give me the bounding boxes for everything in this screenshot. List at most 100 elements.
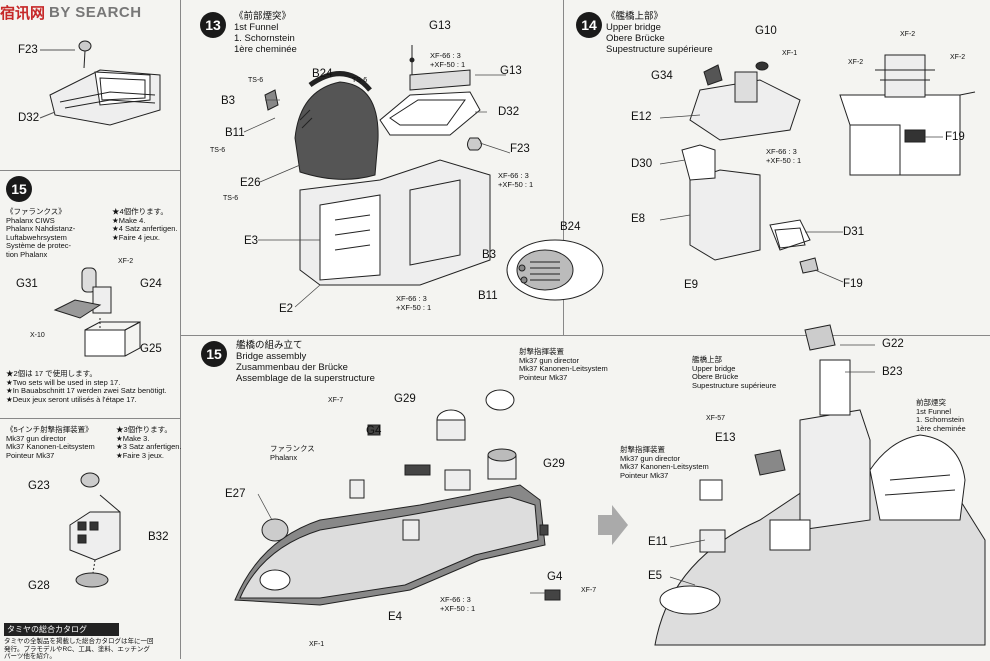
- part-label: G28: [28, 580, 50, 592]
- catalog-bar: タミヤの総合カタログ: [4, 623, 119, 636]
- phalanx-title-line: Luftabwehrsystem: [6, 232, 67, 242]
- sets-line: ★In Bauabschnitt 17 werden zwei Satz ben…: [6, 386, 167, 395]
- step15-bridge-drawing: [234, 389, 561, 606]
- paint-label: XF-1: [782, 50, 798, 57]
- paint-label: TS-6: [210, 147, 226, 154]
- part-label: G4: [366, 425, 382, 437]
- mk37-note: 射撃指揮装置 Mk37 gun director Mk37 Kanonen-Le…: [519, 347, 608, 382]
- make-line: ★4 Satz anfertigen.: [112, 224, 178, 233]
- part-label: G13: [429, 20, 451, 32]
- part-label: B23: [882, 366, 903, 378]
- paint-label: TS-6: [223, 195, 239, 202]
- left-divider-2: [0, 418, 180, 419]
- part-label: D31: [843, 226, 865, 238]
- part-label: B32: [148, 531, 169, 543]
- make-line: ★Faire 4 jeux.: [112, 232, 160, 242]
- catalog-text: タミヤの全製品を掲載した総合カタログは年に一回 発行。プラモデルやRC、工具、塗…: [4, 638, 154, 660]
- make-line: ★Make 4.: [112, 215, 146, 225]
- row-divider: [180, 335, 990, 336]
- part-label: G34: [651, 70, 673, 82]
- part-label: E3: [244, 235, 259, 247]
- step14-title: 《艦橋上部》 Upper bridge Obere Brücke Supestr…: [606, 11, 713, 55]
- mk37-title-line: Mk37 gun director: [6, 433, 67, 443]
- part-label: G29: [394, 393, 416, 405]
- make-line: ★Make 3.: [116, 433, 150, 443]
- funnel-note: 前部煙突 1st Funnel 1. Schornstein 1ère chem…: [916, 398, 966, 433]
- final-mk37-note: 射撃指揮装置 Mk37 gun director Mk37 Kanonen-Le…: [620, 445, 709, 480]
- step14-title-line: Supestructure supérieure: [606, 44, 713, 55]
- part-label: E11: [648, 536, 668, 548]
- column-divider-mid: [563, 0, 564, 335]
- step13-title-line: 《前部煙突》: [234, 11, 292, 22]
- step-badge-13: 13: [200, 12, 226, 38]
- make-line: ★3個作ります。: [116, 425, 172, 434]
- phalanx-make-note: ★4個作ります。 ★Make 4. ★4 Satz anfertigen. ★F…: [112, 207, 178, 242]
- phalanx-sets-note: ★2個は 17 で使用します。 ★Two sets will be used i…: [6, 369, 167, 404]
- part-label: G22: [882, 338, 904, 350]
- part-label: G31: [16, 278, 38, 290]
- sets-line: ★Two sets will be used in step 17.: [6, 377, 121, 387]
- part-label: B24: [560, 221, 581, 233]
- paint-label: X-10: [30, 332, 45, 339]
- part-label: E12: [631, 111, 652, 123]
- step13-title-line: 1st Funnel: [234, 22, 279, 33]
- make-line: ★3 Satz anfertigen.: [116, 442, 182, 451]
- step15-final-drawing: [654, 324, 986, 646]
- part-label: E5: [648, 570, 663, 582]
- mk37-make-note: ★3個作ります。 ★Make 3. ★3 Satz anfertigen. ★F…: [116, 425, 182, 460]
- watermark: 宿讯网 BY SEARCH: [0, 0, 180, 24]
- part-label: F23: [510, 143, 530, 155]
- leader-lines: [243, 74, 943, 594]
- upper-bridge-note: 艦橋上部 Upper bridge Obere Brücke Supestruc…: [692, 355, 777, 390]
- paint-mix-note: XF-66 : 3 +XF-50 : 1: [440, 595, 476, 613]
- part-label: E2: [279, 303, 294, 315]
- part-label: B24: [312, 68, 333, 80]
- paint-label: TS-6: [248, 77, 264, 84]
- paint-label: XF-7: [581, 587, 597, 594]
- paint-mix-note: XF-66 : 3 +XF-50 : 1: [430, 51, 466, 69]
- step13-title: 《前部煙突》 1st Funnel 1. Schornstein 1ère ch…: [234, 11, 297, 55]
- step15-title-line: 艦橋の組み立て: [236, 340, 303, 351]
- phalanx-title: 《ファランクス》 Phalanx CIWS Phalanx Nahdistanz…: [6, 207, 76, 259]
- sets-line: ★Deux jeux seront utilisés à l'étape 17.: [6, 394, 137, 404]
- part-label: G4: [547, 571, 563, 583]
- paint-label: XF-2: [118, 258, 134, 265]
- mk37-title-line: 《5インチ射撃指揮装置》: [6, 425, 93, 434]
- phalanx-note: ファランクス Phalanx: [270, 444, 315, 462]
- step15-title: 艦橋の組み立て Bridge assembly Zusammenbau der …: [236, 340, 375, 384]
- phalanx-drawing: [53, 267, 141, 357]
- phalanx-title-line: 《ファランクス》: [6, 207, 66, 216]
- watermark-brand: BY SEARCH: [49, 3, 142, 21]
- paint-mix-note: XF-66 : 3 +XF-50 : 1: [396, 294, 432, 312]
- part-label: E9: [684, 279, 699, 291]
- part-label: D32: [498, 106, 520, 118]
- step14-title-line: 《艦橋上部》: [606, 11, 664, 22]
- mk37-title: 《5インチ射撃指揮装置》 Mk37 gun director Mk37 Kano…: [6, 425, 95, 460]
- step14-title-line: Upper bridge: [606, 22, 661, 33]
- paint-label: XF-2: [900, 31, 916, 38]
- next-arrow: [598, 505, 628, 545]
- step-badge-15: 15: [6, 176, 32, 202]
- watermark-logo: 宿讯网: [0, 3, 46, 22]
- step14-title-line: Obere Brücke: [606, 33, 665, 44]
- part-label: G24: [140, 278, 162, 290]
- part-label: G25: [140, 343, 162, 355]
- phalanx-title-line: Phalanx Nahdistanz-: [6, 224, 76, 233]
- part-label: E13: [715, 432, 736, 444]
- step13-title-line: 1ère cheminée: [234, 44, 297, 55]
- step15-title-line: Zusammenbau der Brücke: [236, 362, 348, 373]
- part-label: E8: [631, 213, 646, 225]
- phalanx-title-line: Système de protec-: [6, 241, 72, 250]
- paint-label: XF-1: [309, 641, 325, 648]
- paint-mix-note: XF-66 : 3 +XF-50 : 1: [498, 171, 534, 189]
- part-label: F23: [18, 44, 38, 56]
- left-top-drawing: [39, 40, 161, 126]
- part-label: G23: [28, 480, 50, 492]
- part-label: B11: [225, 127, 245, 139]
- step13-title-line: 1. Schornstein: [234, 33, 295, 44]
- step-badge-14: 14: [576, 12, 602, 38]
- sets-line: ★2個は 17 で使用します。: [6, 369, 97, 378]
- step13-funnel-drawing: [264, 45, 604, 301]
